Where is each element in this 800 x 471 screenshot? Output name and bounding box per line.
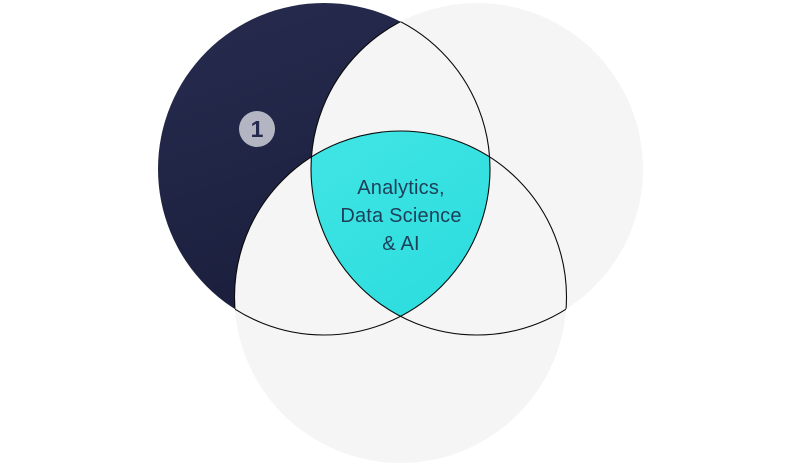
- intersection-label-line-1: Analytics,: [357, 177, 445, 199]
- step-badge: 1: [239, 111, 275, 147]
- intersection-label-line-2: Data Science: [340, 205, 462, 227]
- circle-right-outline: [310, 3, 567, 336]
- outline-right-clip: [310, 3, 567, 336]
- outline-left-clip: [234, 3, 491, 336]
- circle-bottom-outline: [233, 130, 568, 335]
- intersection-clip-bottom: [311, 131, 490, 335]
- intersection-label-line-3: & AI: [382, 233, 420, 255]
- outline-bottom-clip: [233, 130, 568, 335]
- intersection-clip-right: [311, 131, 490, 335]
- intersection-label: Analytics, Data Science & AI: [301, 174, 501, 258]
- intersection-region: [311, 131, 490, 335]
- circle-left-outline: [234, 3, 491, 336]
